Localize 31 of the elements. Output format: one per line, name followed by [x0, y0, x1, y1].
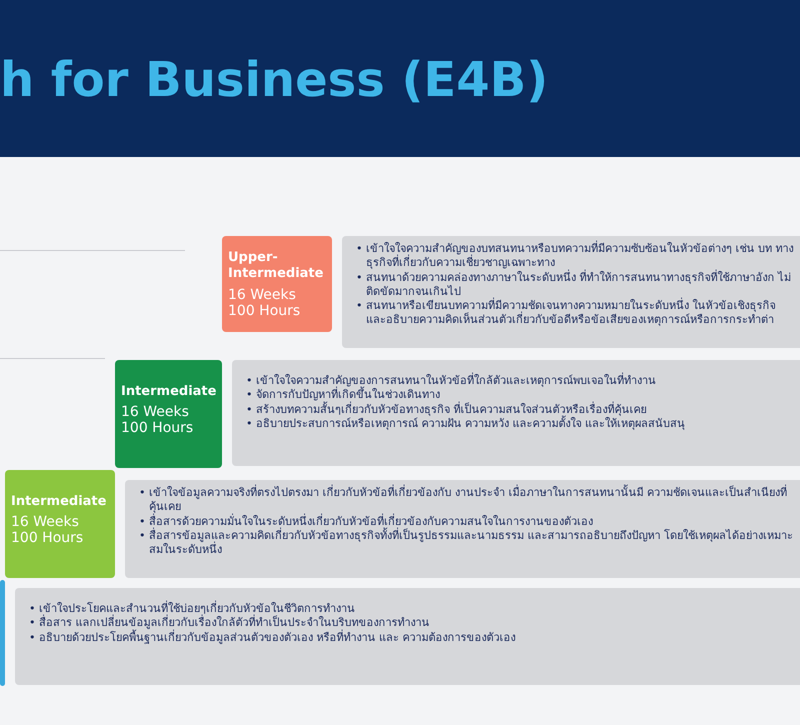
- level-box: [115, 360, 222, 468]
- bullet-item: • เข้าใจใจความสำคัญของบทสนทนาหรือบทความที่มีความซับซ้อนในหัวข้อต่างๆ เช่น บท ทางธุรกิจที่เกี่ยวกับความเชี่ยวชาญเฉพาะทาง: [356, 242, 794, 270]
- description-panel: [232, 360, 800, 466]
- duration-text: 16 Weeks: [121, 404, 190, 420]
- bullet-item: • สื่อสาร แลกเปลี่ยนข้อมูลเกี่ยวกับเรื่องใกล้ตัวที่ทำเป็นประจำในบริบทของการทำงาน: [29, 616, 430, 630]
- duration-text: 100 Hours: [11, 530, 84, 546]
- bullet-item: • สนทนาหรือเขียนบทความที่มีความชัดเจนทางความหมายในระดับหนึ่ง ในหัวข้อเชิงธุรกิจ และอธิบายความคิดเห็นส่วนตัวเกี่ยวกับข้อดีหรือข้อเสียของเหตุการณ์หรือการกระทำต่า: [356, 299, 776, 328]
- description-panel: [125, 480, 800, 578]
- level-name: Intermediate: [121, 384, 216, 400]
- duration-text: 16 Weeks: [228, 286, 297, 303]
- title: h for Business (E4B): [0, 52, 548, 108]
- bullet-item: • เข้าใจข้อมูลความจริงที่ตรงไปตรงมา เกี่ยวกับหัวข้อที่เกี่ยวข้องกับ งานประจำ เมื่อภาษาในการสนทนานั้นมี ความชัดเจนและเป็นสำเนียงที่คุ้นเคย: [139, 486, 788, 514]
- level-box: [222, 236, 332, 332]
- level-box: [5, 470, 115, 578]
- bullet-item: • อธิบายด้วยประโยคพื้นฐานเกี่ยวกับข้อมูลส่วนตัวของตัวเอง หรือที่ทำงาน และ ความต้องการของตัวเอง: [29, 630, 516, 645]
- duration-text: 100 Hours: [121, 420, 194, 436]
- duration-text: 100 Hours: [228, 302, 302, 319]
- description-panel: [342, 236, 800, 348]
- bullet-item: • สื่อสารด้วยความมั่นใจในระดับหนึ่งเกี่ยวกับหัวข้อที่เกี่ยวข้องกับความสนใจในการงานของตัวเอง: [139, 514, 594, 528]
- level-name: Intermediate: [11, 494, 108, 510]
- description-panel: [15, 588, 800, 685]
- bullet-item: • สนทนาด้วยความคล่องทางภาษาในระดับหนึ่ง ที่ทำให้การสนทนาทางธุรกิจที่ใช้ภาษาอังก ไม่ติดขัดมากจนเกินไป: [356, 270, 792, 298]
- level-box: [0, 580, 5, 686]
- bullet-item: • สร้างบทความสั้นๆเกี่ยวกับหัวข้อทางธุรกิจ ที่เป็นความสนใจส่วนตัวหรือเรื่องที่คุ้นเคย: [246, 402, 648, 416]
- duration-text: 16 Weeks: [11, 514, 80, 530]
- bullet-item: • จัดการกับปัญหาที่เกิดขึ้นในช่วงเดินทาง: [246, 388, 440, 402]
- bullet-item: • เข้าใจประโยคและสำนวนที่ใช้บ่อยๆเกี่ยวกับหัวข้อในชีวิตการทำงาน: [29, 602, 355, 615]
- bullet-item: • เข้าใจใจความสำคัญของการสนทนาในหัวข้อที่ใกล้ตัวและเหตุการณ์พบเจอในที่ทำงาน: [246, 374, 657, 387]
- bullet-item: • อธิบายประสบการณ์หรือเหตุการณ์ ความฝัน ความหวัง และความตั้งใจ และให้เหตุผลสนับสนุ: [246, 416, 686, 432]
- bullet-item: • สื่อสารข้อมูลและความคิดเกี่ยวกับหัวข้อทางธุรกิจทั้งที่เป็นรูปธรรมและนามธรรม และสามารถอธิบายถึงปัญหา โดยใช้เหตุผลได้อย่างเหมาะสมในระดับหนึ่ง: [139, 528, 794, 558]
- level-name: Upper- Intermediate: [228, 250, 324, 282]
